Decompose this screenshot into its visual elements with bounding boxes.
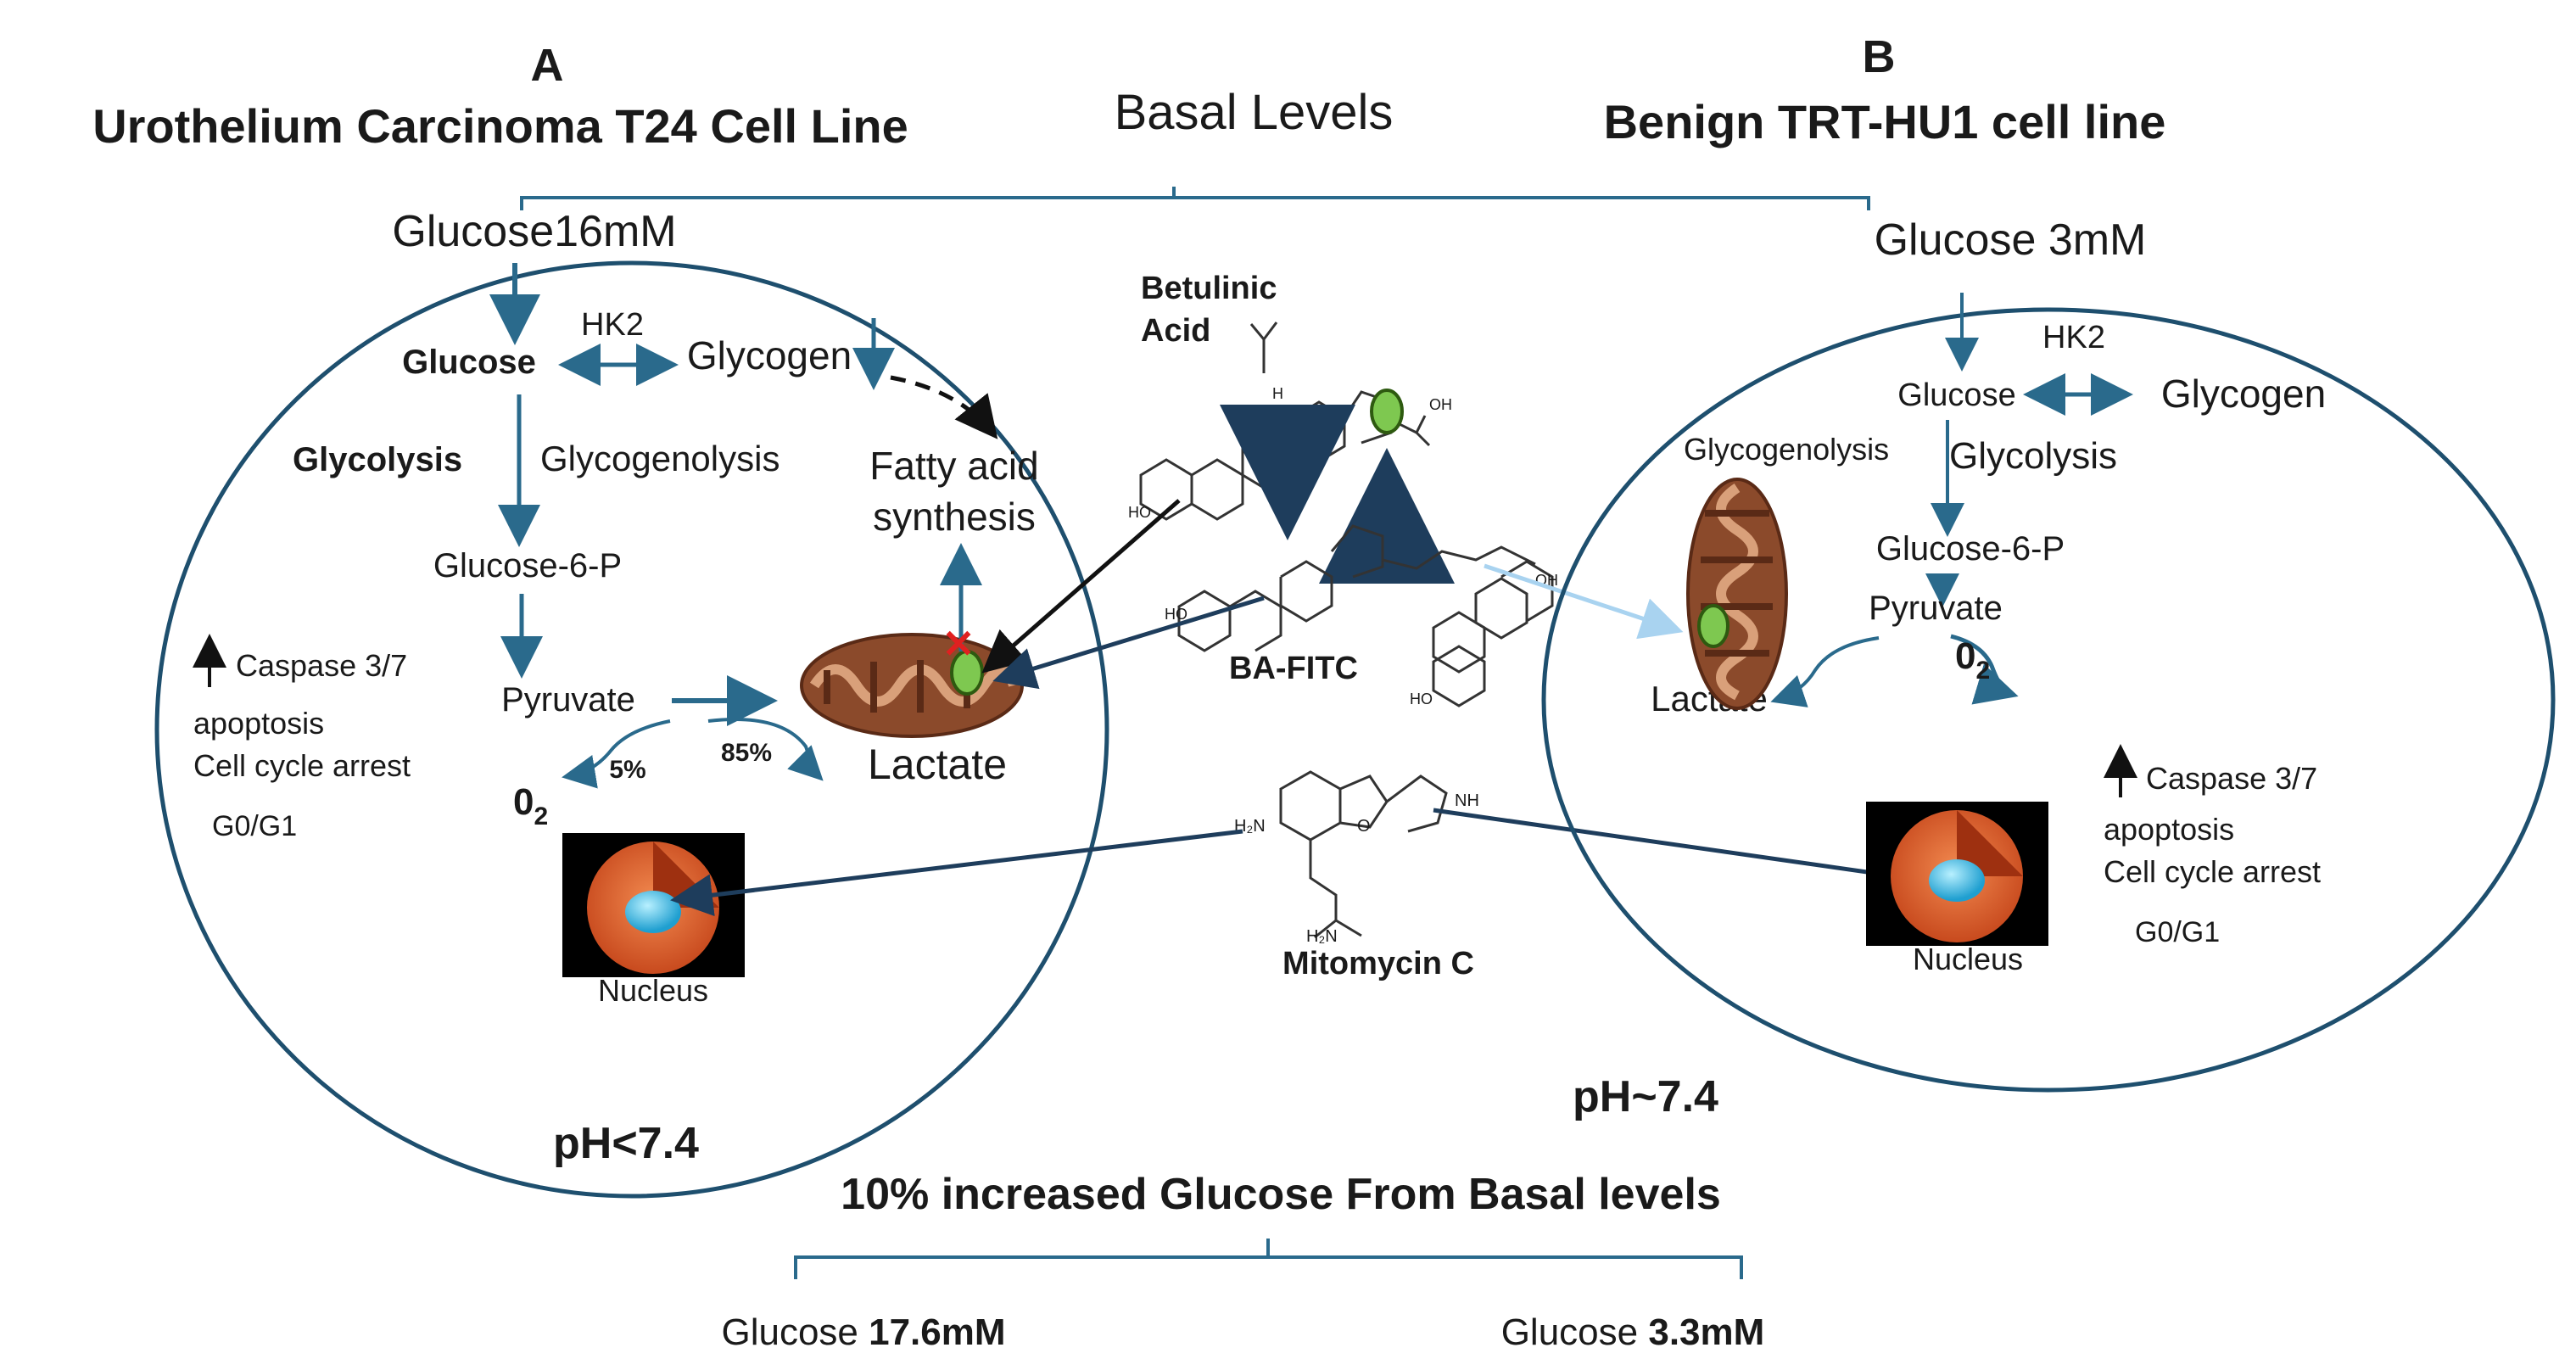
mitomycin-atom-h2n-2: H₂N	[1306, 927, 1338, 946]
cell-b-fitc-marker	[1697, 604, 1729, 648]
betulinic-atom-ho: HO	[1128, 504, 1151, 521]
cell-a-inhibit-x-icon: ✕	[942, 622, 975, 666]
panel-b-title: Benign TRT-HU1 cell line	[1604, 95, 2166, 148]
betulinic-acid-label-2: Acid	[1141, 313, 1210, 349]
mitomycin-atom-nh: NH	[1455, 791, 1479, 810]
cell-a-glucose-input: Glucose16mM	[392, 207, 676, 256]
cell-b-glycogen: Glycogen	[2161, 372, 2326, 416]
cell-a-caspase: Caspase 3/7	[236, 648, 407, 683]
cell-a-lactate: Lactate	[868, 741, 1007, 788]
fitc-to-cell-b-mito-arrow	[1484, 563, 1684, 640]
cell-b-glucose-input: Glucose 3mM	[1875, 215, 2147, 265]
cell-b-phase: G0/G1	[2135, 916, 2220, 948]
glucose-b-final: Glucose 3.3mM	[1501, 1311, 1765, 1353]
ph-a-label: pH<7.4	[553, 1119, 699, 1168]
cell-b-lactate-curve	[1770, 636, 1880, 707]
cell-a-glycogen: Glycogen	[687, 333, 852, 377]
cell-a-glycogenolysis: Glycogenolysis	[540, 439, 780, 478]
ph-b-label: pH~7.4	[1573, 1072, 1718, 1121]
ba-fitc-label: BA-FITC	[1229, 651, 1358, 686]
ba-fitc-atom-ho-2: HO	[1410, 691, 1433, 707]
cell-b-nucleus-image	[1866, 802, 2048, 946]
cell-a-pyruvate: Pyruvate	[501, 681, 635, 719]
cell-a-lactate-curve	[707, 718, 824, 781]
cell-b-glucose: Glucose	[1897, 377, 2015, 413]
cell-a-85-percent: 85%	[721, 739, 772, 767]
cell-a-5-percent: 5%	[609, 756, 645, 784]
cell-b-apoptosis: apoptosis	[2104, 812, 2234, 847]
glucose-a-final: Glucose 17.6mM	[721, 1311, 1005, 1353]
cell-a-fatty-acid-2: synthesis	[873, 495, 1036, 539]
mitomycin-c-structure	[1279, 770, 1448, 939]
mitomycin-to-nucleus-a-arrow	[670, 829, 1243, 917]
cell-b-o2: 02	[1955, 635, 1990, 685]
cell-a-glucose6p: Glucose-6-P	[433, 547, 622, 584]
betulinic-acid-label-1: Betulinic	[1141, 271, 1277, 306]
cell-b-o2-curve	[1950, 634, 2019, 705]
cell-a-phase: G0/G1	[212, 810, 297, 842]
cell-a-outline	[154, 260, 1109, 1199]
cell-b-glucose6p: Glucose-6-P	[1876, 530, 2065, 568]
ba-fitc-atom-ho: HO	[1165, 606, 1187, 623]
mitomycin-c-label: Mitomycin C	[1282, 946, 1474, 981]
cell-a-glucose: Glucose	[402, 344, 536, 381]
cell-b-pyruvate: Pyruvate	[1869, 590, 2003, 627]
ba-fitc-structure	[1177, 524, 1554, 707]
basal-levels-title: Basal Levels	[1115, 85, 1394, 140]
panel-b-letter: B	[1863, 31, 1896, 82]
cell-a-fatty-acid-dashed-arrow	[890, 375, 998, 439]
panel-a-title: Urothelium Carcinoma T24 Cell Line	[92, 99, 908, 153]
cell-b-mitochondrion	[1686, 478, 1788, 710]
cell-a-glycolysis: Glycolysis	[293, 441, 462, 478]
increase-title: 10% increased Glucose From Basal levels	[841, 1170, 1721, 1219]
ba-to-cell-a-mito-arrow	[981, 499, 1181, 674]
cell-a-mitochondrion	[800, 633, 1024, 738]
cell-b-nucleus-label: Nucleus	[1913, 942, 2023, 976]
cell-b-glycogenolysis: Glycogenolysis	[1684, 432, 1889, 467]
cell-a-o2-curve	[562, 719, 671, 789]
cell-b-caspase: Caspase 3/7	[2146, 761, 2317, 796]
betulinic-atom-oh: OH	[1429, 396, 1452, 413]
cell-b-hk2: HK2	[2042, 320, 2105, 355]
cell-a-apoptosis: apoptosis	[193, 706, 324, 741]
cell-a-nucleus-label: Nucleus	[598, 973, 708, 1008]
cell-b-cell-cycle: Cell cycle arrest	[2104, 854, 2321, 889]
cell-a-hk2: HK2	[581, 307, 644, 343]
fitc-green-marker	[1370, 389, 1404, 434]
bottom-bracket	[794, 1239, 1743, 1279]
top-bracket	[520, 187, 1870, 210]
panel-a-letter: A	[531, 40, 564, 91]
cell-a-nucleus-image	[562, 833, 745, 977]
cell-a-cell-cycle: Cell cycle arrest	[193, 748, 411, 783]
cell-b-glycolysis: Glycolysis	[1949, 435, 2117, 477]
fitc-to-cell-a-mito-arrow	[992, 596, 1265, 690]
mitomycin-atom-o: O	[1357, 817, 1371, 836]
cell-a-fatty-acid-1: Fatty acid	[869, 444, 1038, 488]
cell-b-outline	[1541, 307, 2556, 1093]
cell-a-o2: 02	[513, 781, 548, 830]
betulinic-atom-h: H	[1272, 385, 1283, 402]
